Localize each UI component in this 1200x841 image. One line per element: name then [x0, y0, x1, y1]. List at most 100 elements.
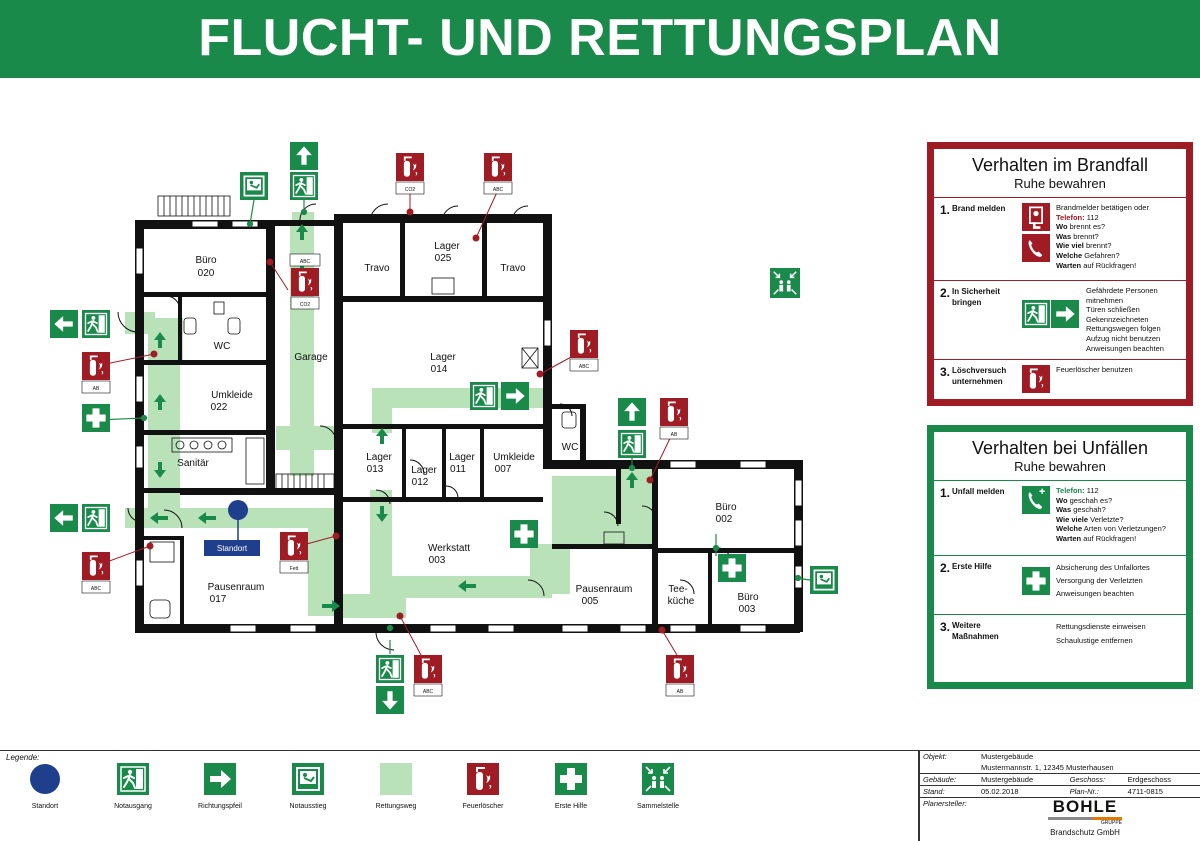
fire-step-2: 2. In Sicherheit bringen Gefährdete Pers… — [934, 280, 1186, 359]
question-text: auf Rückfragen! — [1081, 533, 1137, 543]
question-key: Wie viel — [1056, 241, 1084, 251]
room-wc: WC — [214, 341, 231, 352]
room-teekueche-2: küche — [668, 596, 695, 607]
header-banner: FLUCHT- UND RETTUNGSPLAN — [0, 0, 1200, 78]
step-label: Weitere Maßnahmen — [952, 621, 999, 641]
question-key: Welche — [1056, 524, 1083, 534]
step-number: 1. — [940, 203, 951, 217]
info-value: 4711-0815 — [1124, 785, 1200, 798]
info-key: Stand: — [920, 785, 978, 798]
step-text: Brandmelder betätigen oder — [1056, 203, 1149, 212]
step-label: In Sicherheit bringen — [952, 287, 1001, 307]
emergency-exit-icon — [618, 430, 646, 458]
extinguisher-label: CO2 — [405, 187, 416, 193]
plan-info-block: Objekt:Mustergebäude Mustermannstr. 1, 1… — [918, 750, 1200, 841]
question-key: Welche — [1056, 250, 1083, 260]
room-buero-002-name: Büro — [715, 502, 737, 513]
logo-name: BOHLE — [1052, 797, 1118, 816]
accident-step-1: 1. Unfall melden Telefon: 112 Wo geschah… — [934, 480, 1186, 555]
legend-label: Sammelstelle — [636, 803, 679, 810]
question-text: auf Rückfragen! — [1081, 260, 1137, 270]
question-text: brennt? — [1083, 241, 1112, 251]
direction-arrow-icon — [204, 763, 236, 795]
room-umkleide-022-number: 022 — [211, 402, 228, 413]
step-text: Gefährdete Personen mitnehmen — [1086, 286, 1158, 305]
logo-bar — [1048, 817, 1122, 820]
room-lager-013-number: 013 — [367, 464, 384, 475]
emergency-phone-icon — [1022, 486, 1050, 514]
fire-extinguisher-icon — [467, 763, 499, 795]
step-text: Feuerlöscher benutzen — [1056, 365, 1133, 374]
step-text: Anweisungen beachten — [1086, 343, 1164, 353]
first-aid-icon — [555, 763, 587, 795]
emergency-exit-icon — [470, 382, 498, 410]
legend-label: Erste Hilfe — [554, 803, 588, 810]
step-label: Erste Hilfe — [952, 562, 992, 571]
phone-label: Telefon: — [1056, 486, 1085, 495]
fire-extinguisher-icon: ABC — [413, 655, 443, 697]
info-value: Mustergebäude — [981, 752, 1034, 761]
exit-arrow-down-icon — [376, 686, 404, 714]
legend-label: Richtungspfeil — [198, 803, 242, 810]
extinguisher-label: ABC — [91, 586, 102, 592]
fire-extinguisher-icon: AB — [659, 398, 689, 440]
info-key: Plan-Nr.: — [1066, 785, 1125, 798]
question-key: Wie viele — [1056, 514, 1089, 524]
legend-label: Feuerlöscher — [462, 803, 504, 810]
question-text: Verletzte? — [1088, 514, 1124, 524]
legend-label: Notausstieg — [289, 803, 327, 810]
exit-arrow-left-icon — [50, 504, 78, 532]
fixtures — [149, 195, 625, 619]
question-text: geschah? — [1071, 505, 1106, 515]
question-text: Arten von Verletzungen? — [1082, 524, 1166, 534]
floor-plan: Büro 020 WC Garage Umkleide 022 Sanitär … — [50, 142, 838, 714]
room-pausenraum-017-number: 017 — [210, 594, 227, 605]
legend-title: Legende: — [6, 753, 40, 762]
room-buero-003-name: Büro — [737, 592, 759, 603]
first-aid-icon — [1022, 567, 1050, 595]
extinguisher-label: Fett — [290, 566, 299, 572]
phone-number: 112 — [1086, 486, 1099, 495]
room-umkleide-022-name: Umkleide — [211, 390, 253, 401]
step-label: Löschversuch unternehmen — [952, 366, 1007, 386]
exit-arrow-left-icon — [50, 310, 78, 338]
step-label: Brand melden — [952, 204, 1006, 213]
question-key: Wo — [1056, 222, 1068, 232]
room-buero-002-number: 002 — [716, 514, 733, 525]
info-value: Mustermannstr. 1, 12345 Musterhausen — [978, 762, 1200, 774]
walls — [135, 214, 803, 633]
legend-item-rettungsweg: Rettungsweg — [351, 763, 441, 810]
room-pausenraum-017-name: Pausenraum — [208, 582, 265, 593]
emergency-exit-icon — [290, 172, 318, 200]
room-lager-025-name: Lager — [434, 241, 460, 252]
emergency-exit-icon — [82, 310, 110, 338]
room-werkstatt-003-name: Werkstatt — [428, 543, 470, 554]
company-name: Brandschutz GmbH — [1050, 828, 1120, 837]
exit-arrow-right-icon — [1051, 300, 1079, 328]
room-umkleide-007-name: Umkleide — [493, 452, 535, 463]
room-sanitaer: Sanitär — [177, 458, 209, 469]
accident-step-3: 3. Weitere Maßnahmen Rettungsdienste ein… — [934, 614, 1186, 653]
legend-label: Notausgang — [114, 803, 152, 810]
first-aid-icon — [510, 520, 538, 548]
assembly-point-icon — [642, 763, 674, 795]
step-number: 3. — [940, 620, 951, 634]
accident-panel-title: Verhalten bei Unfällen — [971, 438, 1149, 458]
extinguisher-label: AB — [677, 689, 684, 695]
fire-extinguisher-icon: ABC — [569, 330, 599, 372]
fire-step-3: 3. Löschversuch unternehmen Feuerlöscher… — [934, 359, 1186, 398]
windows — [135, 220, 803, 633]
question-key: Was — [1056, 505, 1072, 515]
step-number: 3. — [940, 365, 951, 379]
emergency-exit-icon — [1022, 300, 1050, 328]
fire-extinguisher-icon: Fett — [279, 532, 309, 574]
question-key: Warten — [1056, 260, 1082, 270]
legend-item-standort: Standort — [0, 763, 90, 810]
extinguisher-label: AB — [93, 386, 100, 392]
first-aid-icon — [82, 404, 110, 432]
accident-step-2: 2. Erste Hilfe Absicherung des Unfallort… — [934, 555, 1186, 614]
room-umkleide-007-number: 007 — [495, 464, 512, 475]
room-teekueche-1: Tee- — [668, 584, 687, 595]
phone-number: 112 — [1086, 212, 1099, 222]
